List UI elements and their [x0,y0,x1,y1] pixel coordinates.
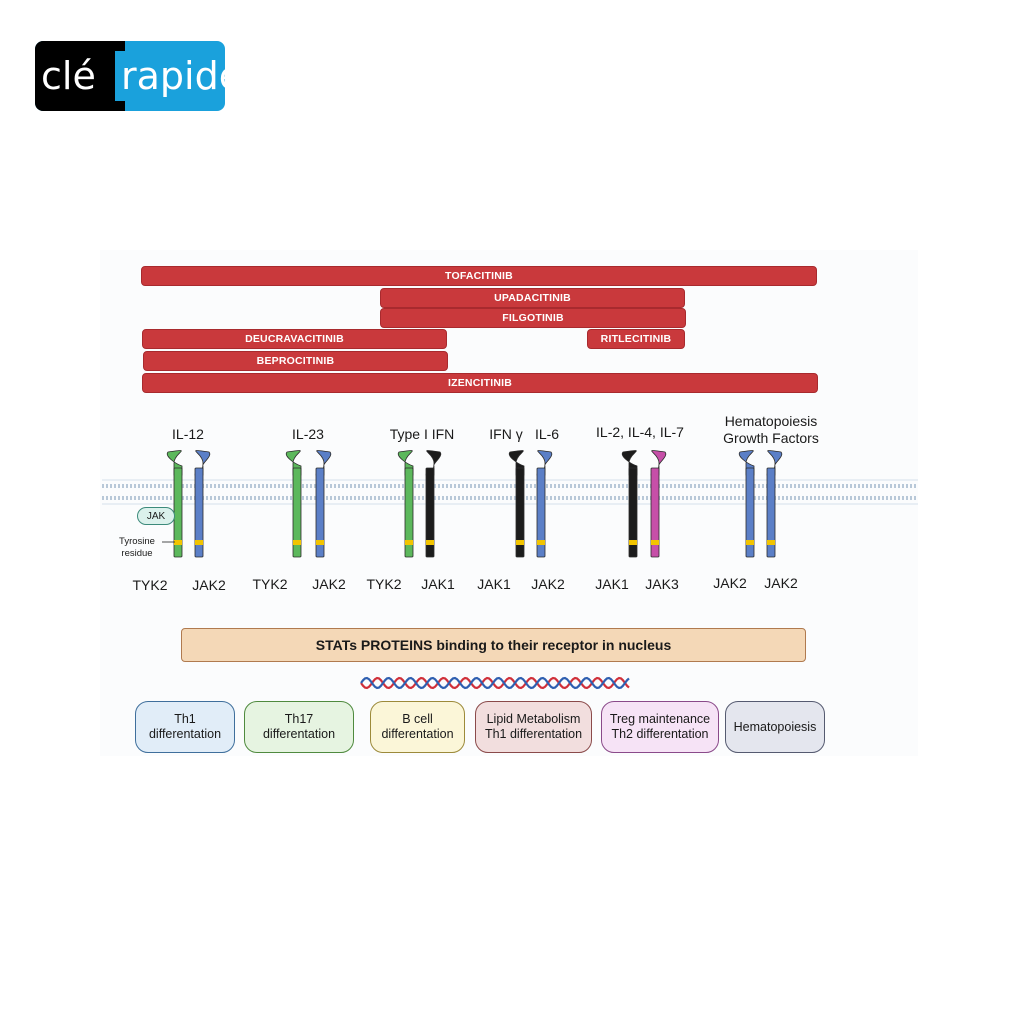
cytokine-label-il12: IL-12 [172,426,204,442]
drug-bar-izencitinib: IZENCITINIB [142,373,818,393]
kinase-label: TYK2 [132,577,168,593]
kinase-label: JAK1 [421,576,455,592]
outcome-box-treg: Treg maintenance Th2 differentation [601,701,719,753]
receptor-chain [397,450,414,558]
receptor-chain [508,450,525,558]
drug-bar-deucravacitinib: DEUCRAVACITINIB [142,329,447,349]
kinase-label: TYK2 [252,576,288,592]
kinase-label: JAK2 [764,575,798,591]
kinase-label: JAK2 [312,576,346,592]
logo-right-text: rapide [121,54,225,98]
receptor-chain [738,450,755,558]
drug-bar-filgotinib: FILGOTINIB [380,308,686,328]
cytokine-label-il23: IL-23 [292,426,324,442]
outcome-box-b-cell: B cell differentation [370,701,465,753]
cytokine-label-il6: IL-6 [534,426,560,442]
receptor-chain [315,450,332,558]
cytokine-label-ifn-gamma: IFN γ [489,426,523,442]
logo-left-text: clé [41,54,96,98]
stats-box: STATs PROTEINS binding to their receptor… [181,628,806,662]
outcome-box-hematopoiesis: Hematopoiesis [725,701,825,753]
cytokine-label-hematopoiesis: Hematopoiesis Growth Factors [723,413,819,446]
drug-bar-ritlecitinib: RITLECITINIB [587,329,685,349]
receptor-chain [166,450,183,558]
receptor-chain [425,450,442,558]
outcome-box-th1: Th1 differentation [135,701,235,753]
cytokine-label-type1-ifn: Type I IFN [389,426,455,442]
receptor-chain [285,450,302,558]
drug-bar-upadacitinib: UPADACITINIB [380,288,685,308]
dna-strand-blue [360,676,630,690]
outcome-box-lipid-metabolism: Lipid Metabolism Th1 differentation [475,701,592,753]
kinase-label: JAK2 [192,577,226,593]
outcome-box-th17: Th17 differentation [244,701,354,753]
receptor-chain [650,450,667,558]
kinase-label: JAK3 [645,576,679,592]
kinase-label: JAK2 [531,576,565,592]
receptor-chain [766,450,783,558]
receptor-chain [621,450,638,558]
tyrosine-residue-label: Tyrosine residue [119,536,155,559]
receptor-chain [536,450,553,558]
kinase-label: JAK1 [477,576,511,592]
kinase-label: TYK2 [366,576,402,592]
drug-bar-tofacitinib: TOFACITINIB [141,266,817,286]
kinase-label: JAK1 [595,576,629,592]
cytokine-label-il2-il4-il7: IL-2, IL-4, IL-7 [596,424,684,440]
drug-bar-beprocitinib: BEPROCITINIB [143,351,448,371]
receptor-chain [194,450,211,558]
cell-membrane [102,479,918,505]
jak-legend-pill: JAK [137,507,175,525]
clerapide-logo: clé rapide [35,41,225,111]
kinase-label: JAK2 [713,575,747,591]
